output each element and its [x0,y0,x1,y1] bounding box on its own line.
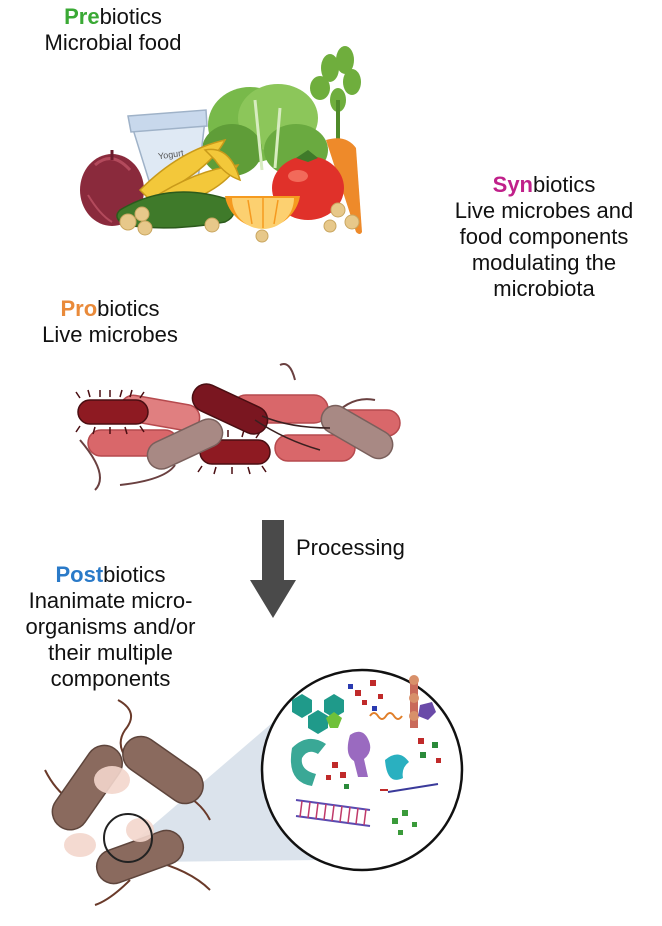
dark-rod-bacterium [191,383,269,435]
brown-rod-bacterium [320,404,394,460]
synbiotics-description-line: food components [459,224,629,249]
processing-label: Processing [296,535,405,560]
synbiotics-prefix: Syn [492,172,533,197]
probiotics-description: Live microbes [42,322,178,347]
postbiotics-label: Postbiotics Inanimate micro- organisms a… [8,562,213,692]
synbiotics-description-line: microbiota [493,276,595,301]
postbiotics-prefix: Post [55,562,104,587]
postbiotics-description-line: organisms and/or [25,614,196,639]
yogurt-label: Yogurt [157,148,184,162]
magnifier-small-circle [103,813,153,863]
prebiotics-title: Prebiotics [18,4,208,30]
postbiotics-description-line: Inanimate micro- [28,588,193,613]
synbiotics-title: Synbiotics [430,172,658,198]
synbiotics-label: Synbiotics Live microbes and food compon… [430,172,658,302]
prebiotics-label: Prebiotics Microbial food [18,4,208,56]
postbiotics-description-line: their multiple [48,640,173,665]
orange-slice [225,196,300,229]
synbiotics-description-line: modulating the [471,250,617,275]
molecular-components [290,675,441,835]
carrot-greens [310,46,361,140]
synbiotics-description-line: Live microbes and [454,198,634,223]
spiky-bacterium [75,389,271,475]
carrot [326,138,362,234]
probiotic-bacteria-illustration [75,363,401,491]
prebiotics-prefix: Pre [64,4,100,29]
food-pile-illustration: Yogurt [80,46,362,243]
prebiotics-description: Microbial food [44,30,182,55]
processing-arrow [250,520,296,618]
postbiotics-suffix: biotics [103,562,166,587]
postbiotics-title: Postbiotics [8,562,213,588]
probiotics-title: Probiotics [20,296,200,322]
probiotics-prefix: Pro [60,296,98,321]
probiotics-label: Probiotics Live microbes [20,296,200,348]
synbiotics-suffix: biotics [533,172,596,197]
chickpeas [119,202,360,243]
prebiotics-suffix: biotics [99,4,162,29]
brown-rod-bacterium [146,418,224,470]
postbiotic-bacteria-illustration [44,668,464,906]
probiotics-suffix: biotics [97,296,160,321]
postbiotics-description-line: components [50,666,171,691]
